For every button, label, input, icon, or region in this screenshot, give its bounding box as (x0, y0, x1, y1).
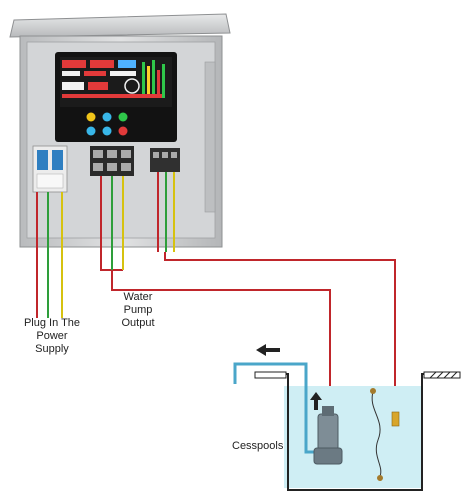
float-switch-wires (157, 172, 396, 412)
controller-button-1 (86, 112, 96, 122)
up-arrow-icon (310, 392, 322, 410)
circuit-breaker (32, 145, 68, 193)
power-supply-label-line1: Plug In The (23, 317, 81, 329)
controller-button-3 (118, 112, 128, 122)
pump-output-label: Water Pump Output (108, 291, 168, 330)
pump-output-label-line2: Pump (123, 304, 153, 316)
pump-output-label-line3: Output (121, 317, 155, 329)
pump-controller-display (55, 52, 177, 142)
controller-button-2 (102, 112, 112, 122)
pump-output-label-line1: Water (123, 291, 153, 303)
discharge-pipe (233, 362, 320, 454)
contactor (90, 146, 134, 176)
power-supply-label: Plug In The Power Supply (18, 317, 86, 356)
power-supply-label-line2: Power (36, 330, 68, 342)
submersible-pump-icon (313, 406, 343, 465)
float-switch-icon (370, 388, 400, 481)
cesspool (254, 371, 461, 491)
controller-button-4 (86, 126, 96, 136)
cabinet-roof (9, 13, 231, 38)
power-supply-label-line3: Supply (35, 343, 69, 355)
pump-output-wires (100, 176, 331, 388)
left-arrow-icon (256, 344, 280, 356)
sensor-terminal (150, 148, 180, 172)
cesspool-label: Cesspools (232, 440, 284, 452)
controller-button-5 (102, 126, 112, 136)
controller-button-6 (118, 126, 128, 136)
control-cabinet (9, 13, 231, 248)
cabinet-hinge (204, 61, 216, 213)
power-supply-wires (36, 192, 63, 318)
